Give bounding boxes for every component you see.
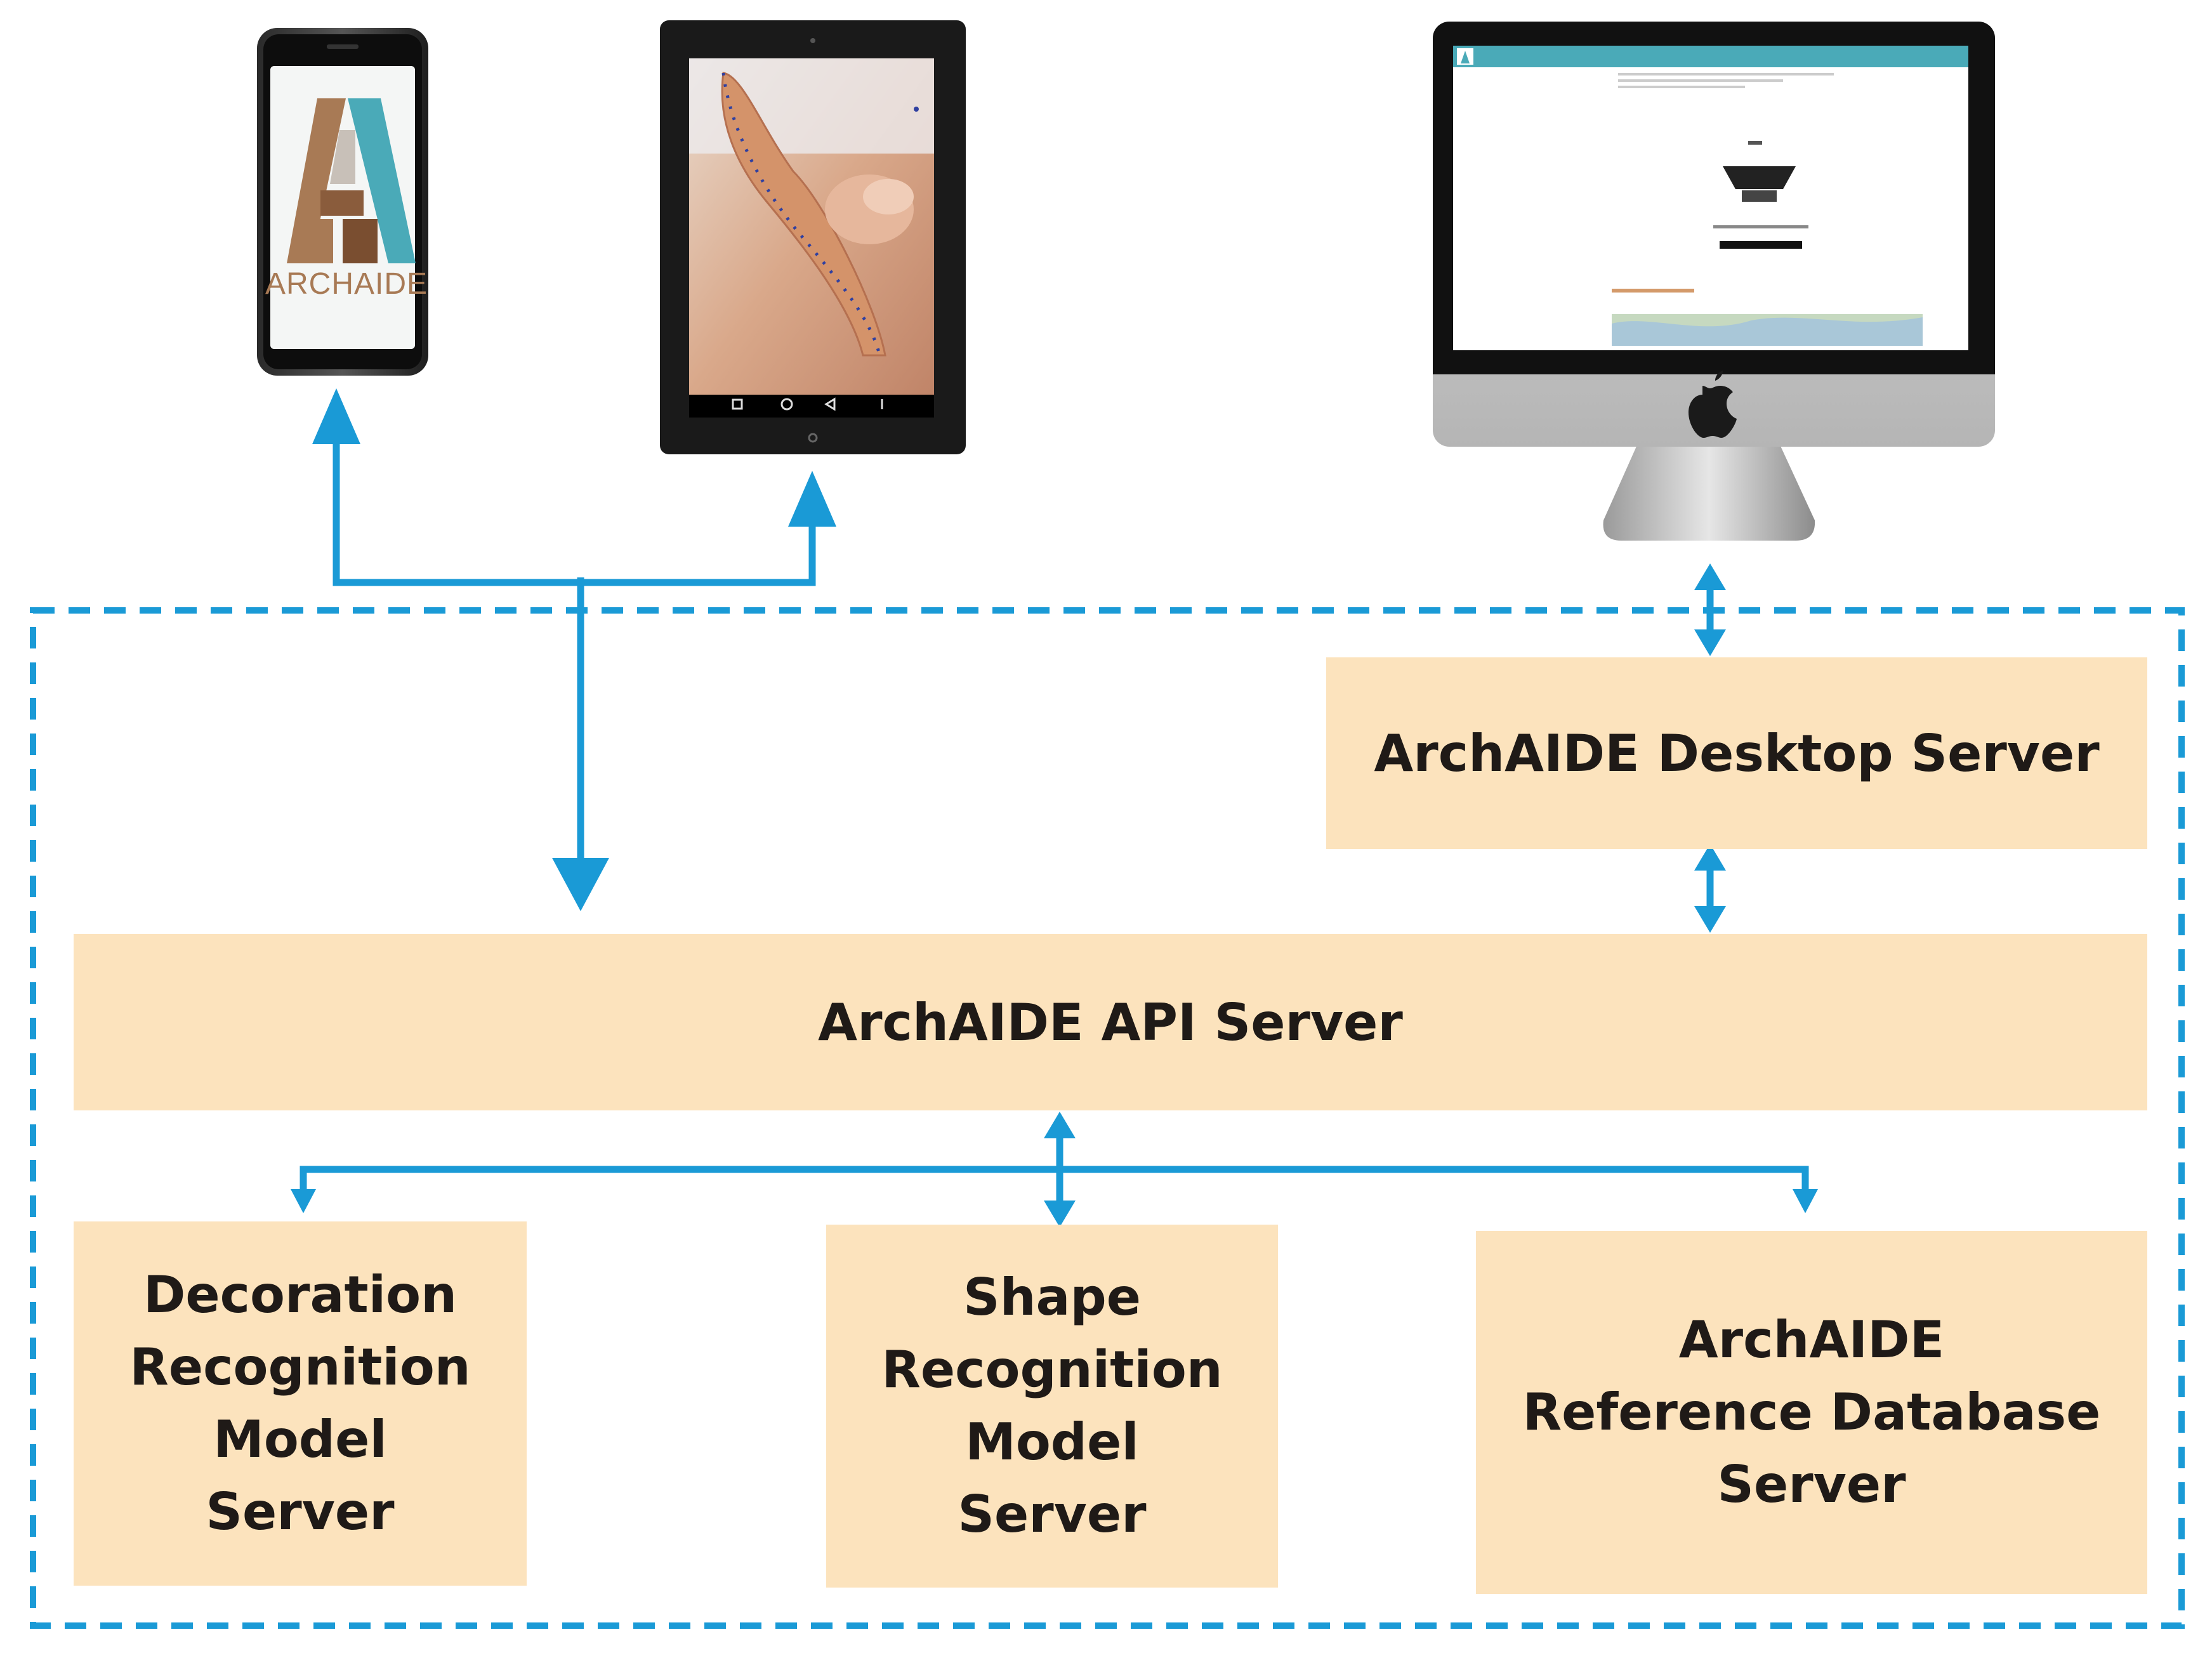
- arrowhead-to-tablet: [788, 471, 836, 527]
- shape-model-server-box: Shape Recognition Model Server: [826, 1225, 1278, 1588]
- tablet-icon: [660, 20, 966, 454]
- api-server-label: ArchAIDE API Server: [818, 992, 1403, 1052]
- connector-arrows: [291, 388, 1818, 1227]
- arrowhead-to-phone: [312, 388, 360, 444]
- arrowhead-to-shape: [1044, 1201, 1076, 1227]
- shape-label-line-4: Server: [958, 1485, 1147, 1544]
- archaide-logo: [287, 98, 416, 263]
- desktop-monitor-icon: [1433, 22, 1995, 541]
- mobile-split-line: [332, 444, 816, 586]
- phone-logo-text: ARCHAIDE: [265, 267, 428, 301]
- arrowhead-api-from-desktop: [1694, 906, 1726, 933]
- desktop-server-box: ArchAIDE Desktop Server: [1326, 657, 2147, 849]
- reference-label-line-1: ArchAIDE: [1678, 1310, 1945, 1369]
- arrowhead-to-desktop: [1694, 563, 1726, 590]
- shape-label-line-3: Model: [965, 1412, 1139, 1471]
- api-server-box: ArchAIDE API Server: [74, 934, 2147, 1110]
- decoration-label-line-1: Decoration: [143, 1265, 458, 1324]
- arrowhead-to-api: [552, 858, 609, 911]
- arrowhead-api-up: [1044, 1112, 1076, 1138]
- arrowhead-to-reference-db: [1793, 1189, 1818, 1213]
- shape-label-line-2: Recognition: [881, 1340, 1223, 1399]
- decoration-label-line-3: Model: [213, 1410, 387, 1469]
- decoration-model-server-box: Decoration Recognition Model Server: [74, 1221, 527, 1586]
- arrowhead-to-decoration: [291, 1189, 316, 1213]
- models-branch-line: [300, 1166, 1809, 1194]
- decoration-label-line-2: Recognition: [129, 1338, 471, 1397]
- desktop-server-label: ArchAIDE Desktop Server: [1374, 723, 2100, 783]
- smartphone-icon: [257, 28, 428, 376]
- reference-label-line-2: Reference Database: [1522, 1383, 2101, 1442]
- decoration-label-line-4: Server: [206, 1482, 395, 1541]
- system-boundary-frame: [30, 607, 2185, 1629]
- shape-label-line-1: Shape: [963, 1268, 1142, 1327]
- arrowhead-desktop-server-up: [1694, 844, 1726, 871]
- reference-label-line-3: Server: [1717, 1455, 1906, 1514]
- arrowhead-to-desktop-server: [1694, 629, 1726, 656]
- reference-database-server-box: ArchAIDE Reference Database Server: [1476, 1231, 2147, 1594]
